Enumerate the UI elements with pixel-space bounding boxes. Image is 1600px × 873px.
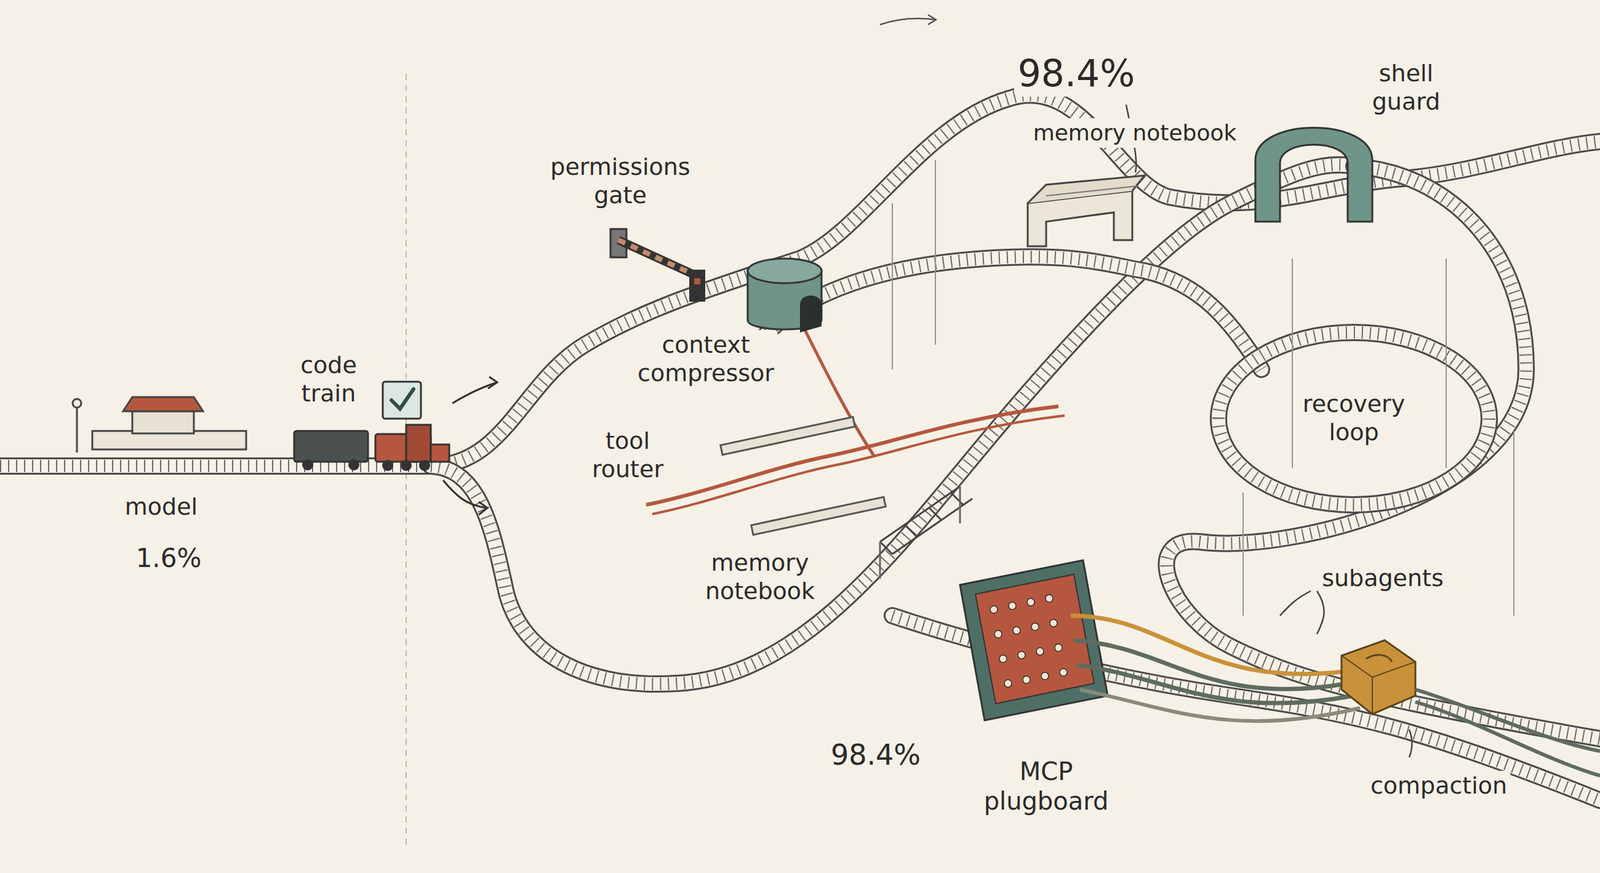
- illustration-label: 98.4%: [1014, 49, 1140, 97]
- support-pillars: [892, 160, 1514, 616]
- mcp-plugboard: [960, 560, 1360, 721]
- illustration-label: subagents: [1318, 563, 1448, 594]
- tracks: [0, 94, 1600, 800]
- illustration-label: tool router: [588, 425, 668, 485]
- illustration-label: model: [121, 491, 202, 523]
- compaction-box: [1341, 640, 1600, 776]
- station: [72, 396, 247, 453]
- permissions-gate: [610, 228, 706, 302]
- leader-lines: [1280, 590, 1325, 634]
- illustration-label: shell guard: [1368, 58, 1445, 117]
- illustration-label: permissions gate: [546, 152, 694, 211]
- illustration-label: 1.6%: [132, 541, 206, 575]
- illustration-label: compaction: [1366, 770, 1511, 802]
- illustration-label: memory notebook: [1029, 118, 1241, 148]
- context-compressor-tunnel: [747, 258, 822, 333]
- illustration-label: 98.4%: [827, 736, 925, 773]
- illustration-label: MCP plugboard: [980, 755, 1113, 817]
- illustration-label: context compressor: [633, 329, 778, 389]
- shell-guard-arch: [1255, 128, 1373, 223]
- bridge: [880, 486, 973, 579]
- illustration-label: code train: [296, 350, 361, 409]
- code-train: [294, 14, 936, 515]
- illustration-label: memory notebook: [701, 547, 819, 607]
- illustration-label: recovery loop: [1299, 388, 1409, 448]
